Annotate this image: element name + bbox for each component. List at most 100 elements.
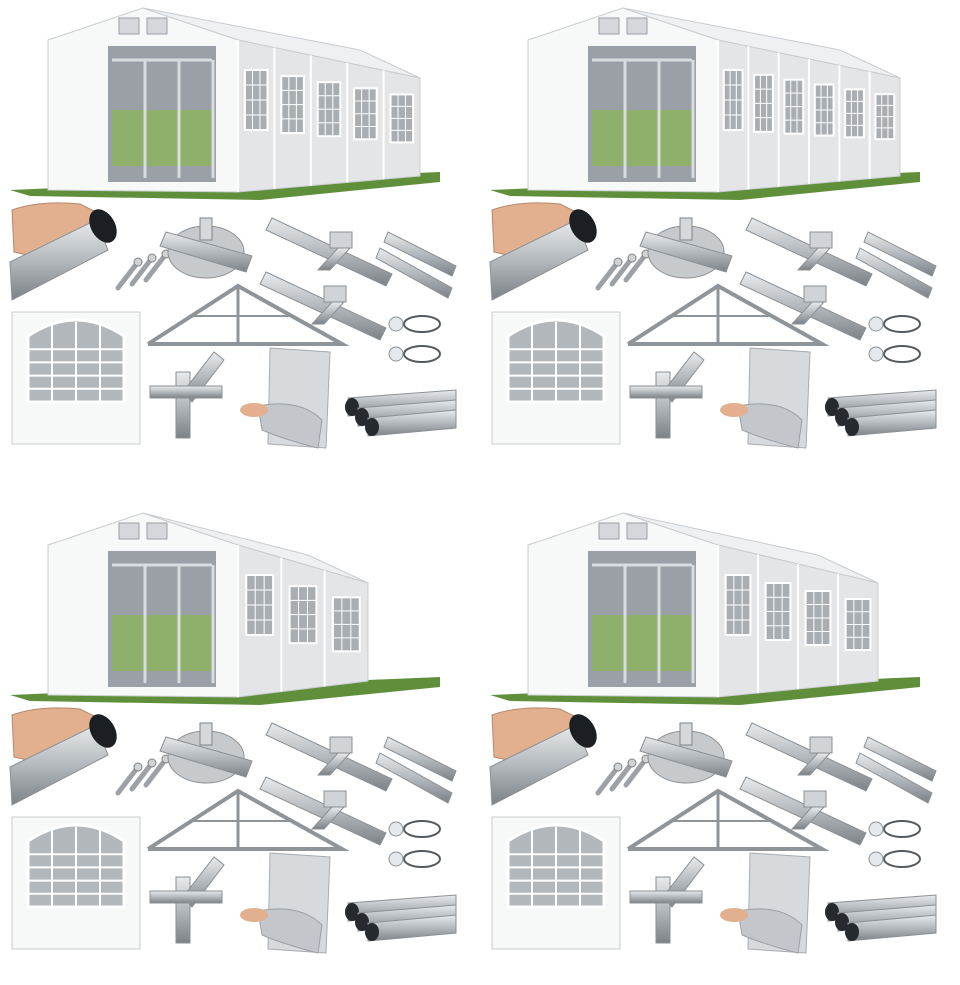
hand — [720, 908, 748, 922]
panel-tent-4-section — [480, 505, 960, 985]
gable-vent — [598, 17, 620, 35]
corner-connector-bar — [149, 385, 223, 399]
ring-eyelet — [388, 851, 404, 867]
base-plate-socket — [199, 217, 213, 241]
straight-pipe — [383, 736, 457, 782]
cross-connector-hub — [329, 736, 353, 754]
pipe-end — [365, 923, 379, 941]
hand-pipe — [489, 219, 589, 301]
pipe-end — [825, 903, 839, 921]
cross-connector-arm — [790, 301, 826, 325]
tension-ring — [403, 345, 441, 363]
hand — [720, 403, 748, 417]
tension-ring — [883, 850, 921, 868]
pipe-opening — [569, 714, 597, 748]
straight-pipe — [375, 752, 453, 804]
rolled-canvas — [257, 403, 323, 449]
base-plate-socket — [199, 722, 213, 746]
ground-peg — [143, 251, 169, 283]
tent-photo — [10, 7, 440, 200]
corner-connector — [175, 371, 191, 439]
panel-image — [9, 512, 457, 954]
rolled-canvas — [737, 908, 803, 954]
hand-pipe — [489, 724, 589, 806]
ring-eyelet — [868, 346, 884, 362]
peg-head — [147, 758, 157, 768]
pipe-opening — [89, 714, 117, 748]
cross-connector — [745, 722, 873, 792]
peg-head — [627, 758, 637, 768]
ground-peg — [623, 251, 649, 283]
pipe-end — [345, 398, 359, 416]
corner-connector-bar — [149, 890, 223, 904]
cross-connector-hub — [809, 736, 833, 754]
ground-peg — [115, 764, 141, 796]
tension-ring — [883, 820, 921, 838]
tension-ring — [403, 315, 441, 333]
cross-connector — [265, 217, 393, 287]
tension-ring — [403, 820, 441, 838]
panel-tent-6-section — [480, 0, 960, 480]
panel-image — [489, 7, 937, 449]
ground-peg — [623, 756, 649, 788]
base-plate-socket — [679, 217, 693, 241]
ring-eyelet — [388, 316, 404, 332]
peg-head — [133, 762, 143, 772]
ground-peg — [129, 255, 155, 287]
base-plate-pipe — [159, 231, 253, 273]
straight-pipe — [863, 736, 937, 782]
cross-connector-hub — [803, 285, 827, 303]
panel-tent-3-section — [0, 505, 480, 985]
straight-pipe — [383, 231, 457, 277]
interior-view — [592, 110, 692, 166]
cross-connector — [739, 271, 867, 341]
cross-connector — [259, 271, 387, 341]
hand-pipe — [9, 724, 109, 806]
hand — [240, 403, 268, 417]
straight-pipe — [855, 752, 933, 804]
rolled-canvas — [737, 403, 803, 449]
ground-peg — [129, 760, 155, 792]
base-plate-pipe — [639, 736, 733, 778]
corner-connector — [655, 371, 671, 439]
ground-peg — [595, 764, 621, 796]
gable-vent — [146, 17, 168, 35]
gable-vent — [146, 522, 168, 540]
pipe-end — [845, 418, 859, 436]
interior-view — [592, 615, 692, 671]
pipe-opening — [569, 209, 597, 243]
cross-connector-arm — [316, 247, 352, 271]
pipe-end — [845, 923, 859, 941]
ground-peg — [115, 259, 141, 291]
ground-peg — [143, 756, 169, 788]
panel-image — [9, 7, 457, 449]
ground-peg — [595, 259, 621, 291]
tension-ring — [883, 315, 921, 333]
cross-connector — [259, 776, 387, 846]
base-plate-pipe — [159, 736, 253, 778]
pipe-end — [355, 913, 369, 931]
pipe-end — [825, 398, 839, 416]
cross-connector-hub — [803, 790, 827, 808]
cross-connector — [265, 722, 393, 792]
peg-head — [627, 253, 637, 263]
cross-connector-arm — [310, 301, 346, 325]
pipe-end — [835, 408, 849, 426]
cross-connector-hub — [809, 231, 833, 249]
rolled-canvas — [257, 908, 323, 954]
tent-parts — [489, 707, 937, 954]
cross-connector-hub — [323, 285, 347, 303]
pipe-end — [345, 903, 359, 921]
panel-image — [489, 512, 937, 954]
ring-eyelet — [868, 851, 884, 867]
gable-vent — [598, 522, 620, 540]
peg-head — [613, 257, 623, 267]
cross-connector-arm — [316, 752, 352, 776]
gable-vent — [118, 522, 140, 540]
straight-pipe — [863, 231, 937, 277]
corner-connector — [175, 876, 191, 944]
gable-vent — [118, 17, 140, 35]
panel-tent-5-section — [0, 0, 480, 480]
pipe-end — [365, 418, 379, 436]
ring-eyelet — [868, 316, 884, 332]
